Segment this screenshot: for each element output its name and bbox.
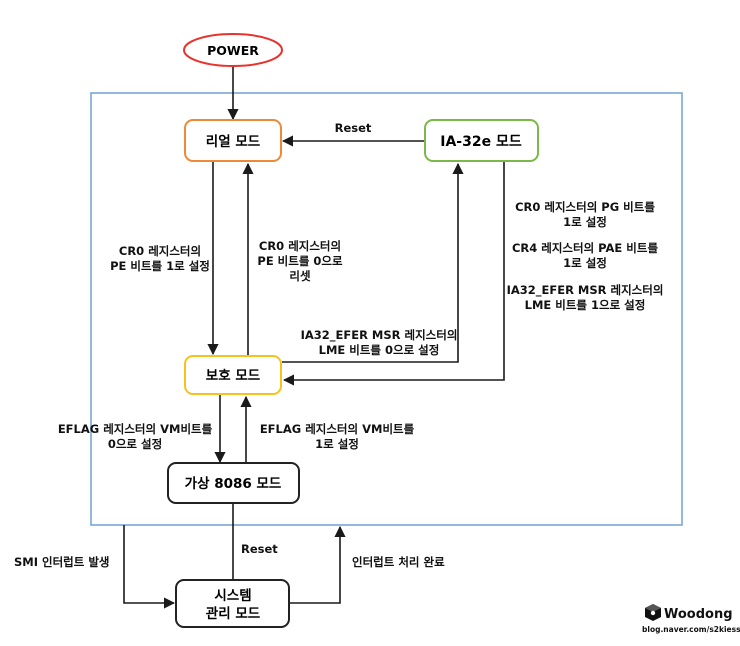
svg-text:LME 비트를 0으로 설정: LME 비트를 0으로 설정	[319, 343, 440, 357]
label-smi: SMI 인터럽트 발생	[14, 555, 110, 569]
svg-text:1로 설정: 1로 설정	[563, 256, 607, 270]
svg-text:CR4 레지스터의 PAE 비트를: CR4 레지스터의 PAE 비트를	[512, 241, 658, 255]
smm-label-line2: 관리 모드	[206, 605, 261, 622]
label-prot-to-ia32e: IA32_EFER MSR 레지스터의 LME 비트를 0으로 설정	[301, 328, 458, 357]
watermark-name: Woodong	[664, 607, 733, 622]
woodong-logo-icon	[645, 604, 661, 621]
svg-text:0으로 설정: 0으로 설정	[108, 437, 162, 451]
svg-text:1로 설정: 1로 설정	[563, 215, 607, 229]
watermark-url: blog.naver.com/s2kiess	[642, 625, 740, 634]
label-prot-to-v86: EFLAG 레지스터의 VM비트를 0으로 설정	[58, 422, 213, 451]
svg-text:CR0 레지스터의: CR0 레지스터의	[119, 244, 201, 258]
svg-text:IA32_EFER MSR 레지스터의: IA32_EFER MSR 레지스터의	[301, 328, 458, 343]
svg-text:CR0 레지스터의: CR0 레지스터의	[259, 239, 341, 253]
node-protected-mode: 보호 모드	[184, 355, 282, 395]
smm-label-line1: 시스템	[214, 587, 251, 604]
label-reset-bottom: Reset	[241, 542, 278, 556]
label-interrupt-done: 인터럽트 처리 완료	[352, 555, 445, 569]
node-power: POWER	[183, 33, 283, 67]
edge-smi	[123, 525, 176, 609]
edge-prot-to-ia32e	[282, 162, 464, 363]
protected-mode-label: 보호 모드	[206, 368, 261, 384]
edge-ia32e-to-prot	[282, 162, 505, 386]
svg-text:CR0 레지스터의 PG 비트를: CR0 레지스터의 PG 비트를	[515, 200, 655, 214]
real-mode-label: 리얼 모드	[206, 134, 261, 150]
svg-text:PE 비트를 0으로: PE 비트를 0으로	[257, 254, 343, 268]
ia32e-mode-label: IA-32e 모드	[440, 134, 522, 150]
power-label: POWER	[207, 43, 259, 58]
virtual8086-mode-label: 가상 8086 모드	[185, 476, 282, 492]
svg-text:LME 비트를 1으로 설정: LME 비트를 1으로 설정	[525, 298, 646, 312]
label-v86-to-prot: EFLAG 레지스터의 VM비트를 1로 설정	[260, 422, 415, 451]
edge-smm-return	[290, 525, 346, 604]
svg-text:1로 설정: 1로 설정	[315, 437, 359, 451]
node-virtual8086-mode: 가상 8086 모드	[167, 462, 300, 504]
svg-text:PE 비트를 1로 설정: PE 비트를 1로 설정	[110, 259, 210, 273]
label-prot-to-real: CR0 레지스터의 PE 비트를 0으로 리셋	[257, 239, 343, 283]
watermark: Woodong blog.naver.com/s2kiess	[642, 604, 740, 634]
label-reset-top: Reset	[335, 121, 372, 135]
node-real-mode: 리얼 모드	[184, 119, 282, 162]
svg-text:IA32_EFER MSR 레지스터의: IA32_EFER MSR 레지스터의	[507, 283, 664, 298]
svg-text:EFLAG 레지스터의 VM비트를: EFLAG 레지스터의 VM비트를	[58, 422, 213, 436]
svg-text:리셋: 리셋	[289, 269, 311, 283]
svg-text:EFLAG 레지스터의 VM비트를: EFLAG 레지스터의 VM비트를	[260, 422, 415, 436]
node-system-management-mode: 시스템 관리 모드	[175, 579, 290, 628]
label-ia32e-conditions: CR0 레지스터의 PG 비트를 1로 설정 CR4 레지스터의 PAE 비트를…	[507, 200, 664, 312]
label-real-to-prot: CR0 레지스터의 PE 비트를 1로 설정	[110, 244, 210, 273]
processor-frame	[90, 92, 683, 526]
node-ia32e-mode: IA-32e 모드	[424, 119, 539, 162]
